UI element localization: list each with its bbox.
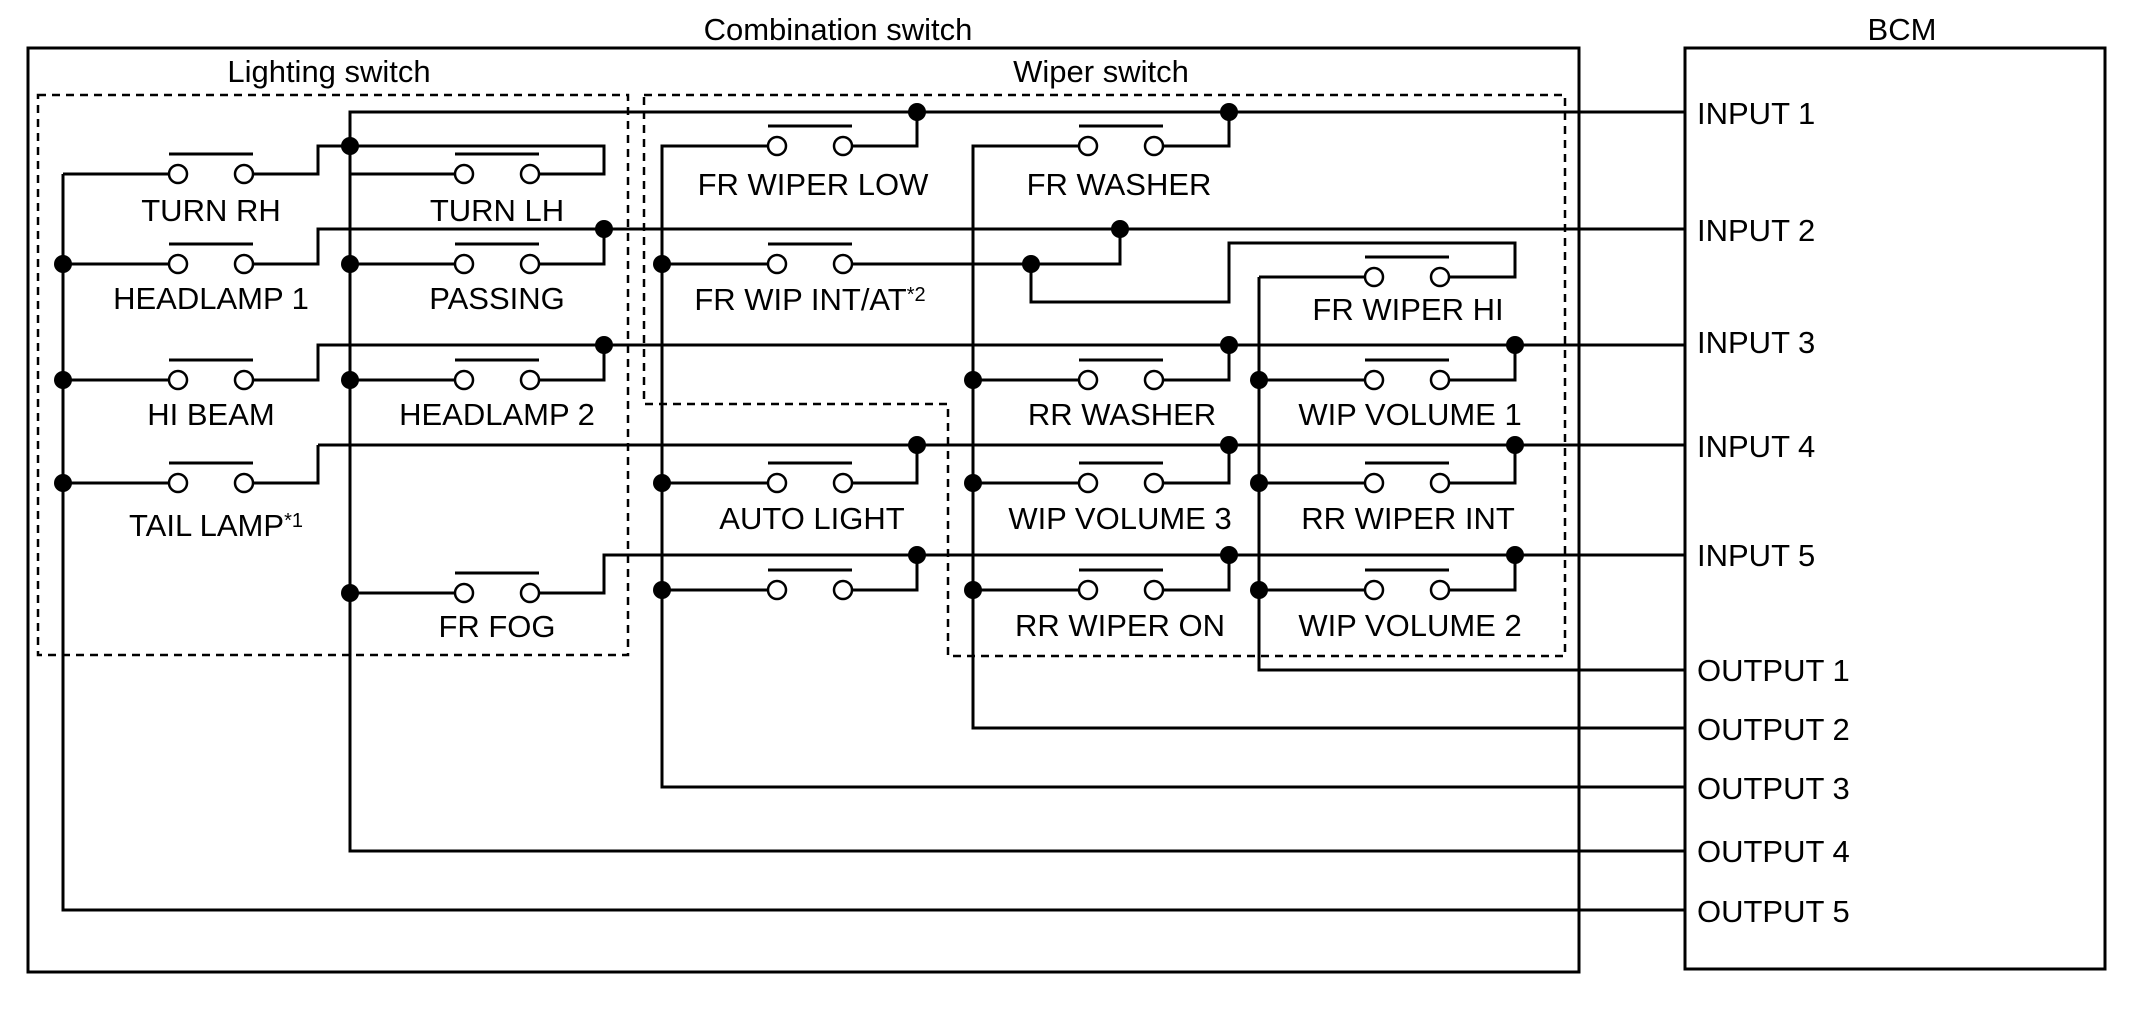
bcm-pin-input-4: INPUT 4 (1697, 429, 1815, 464)
label-rr-wiper-on: RR WIPER ON (1015, 608, 1225, 643)
label-fr-wip-int: FR WIP INT/AT*2 (694, 282, 925, 317)
switch-contact-headlamp-1 (167, 242, 255, 275)
label-wip-volume-1: WIP VOLUME 1 (1298, 397, 1521, 432)
switch-contact-auto-light (766, 461, 854, 494)
bcm-pin-input-3: INPUT 3 (1697, 325, 1815, 360)
label-rr-wiper-int: RR WIPER INT (1301, 501, 1515, 536)
label-turn-rh: TURN RH (141, 193, 281, 228)
switch-contact-hi-beam (167, 358, 255, 391)
switch-contact-wip-volume-3 (1077, 461, 1165, 494)
bcm-pin-output-4: OUTPUT 4 (1697, 834, 1850, 869)
bcm-box (1683, 46, 2107, 971)
bcm-pin-input-5: INPUT 5 (1697, 538, 1815, 573)
switch-contact-rr-wiper-on (1077, 568, 1165, 601)
switch-contact-rr-wiper-int (1363, 461, 1451, 494)
switch-contact-fr-washer (1077, 124, 1165, 157)
label-tail-lamp: TAIL LAMP*1 (129, 508, 303, 543)
switch-contact-fr-fog (453, 571, 541, 604)
switch-contact-wip-volume-2 (1363, 568, 1451, 601)
switch-contact-rr-washer (1077, 358, 1165, 391)
label-fr-washer: FR WASHER (1027, 167, 1212, 202)
label-fr-wiper-low: FR WIPER LOW (698, 167, 930, 202)
switch-contact-turn-lh (453, 152, 541, 185)
label-auto-light: AUTO LIGHT (719, 501, 905, 536)
combination-switch-box (26, 46, 1581, 974)
bcm-pin-output-3: OUTPUT 3 (1697, 771, 1850, 806)
wiper-wiring (660, 112, 1517, 592)
label-hi-beam: HI BEAM (147, 397, 274, 432)
bcm-pin-output-5: OUTPUT 5 (1697, 894, 1850, 929)
label-wip-volume-3: WIP VOLUME 3 (1008, 501, 1231, 536)
junction-dots (54, 103, 1524, 602)
switch-labels: TURN RH TURN LH HEADLAMP 1 PASSING HI BE… (113, 167, 1522, 644)
switch-contact-tail-lamp (167, 461, 255, 494)
bcm-pins: INPUT 1 INPUT 2 INPUT 3 INPUT 4 INPUT 5 … (1697, 96, 1850, 929)
lighting-wiring (63, 144, 917, 595)
label-fr-wiper-hi: FR WIPER HI (1312, 292, 1503, 327)
label-headlamp-2: HEADLAMP 2 (399, 397, 595, 432)
label-turn-lh: TURN LH (430, 193, 564, 228)
label-passing: PASSING (429, 281, 565, 316)
switch-contact-unlabeled (766, 568, 854, 601)
label-rr-washer: RR WASHER (1028, 397, 1216, 432)
bcm-pin-output-1: OUTPUT 1 (1697, 653, 1850, 688)
combination-switch-title: Combination switch (704, 12, 973, 47)
bcm-pin-input-2: INPUT 2 (1697, 213, 1815, 248)
switch-contacts (167, 124, 1451, 604)
lighting-switch-group (36, 93, 630, 657)
switch-contact-fr-wiper-low (766, 124, 854, 157)
switch-contact-fr-wiper-hi (1363, 255, 1451, 288)
lighting-switch-title: Lighting switch (227, 54, 430, 89)
bcm-pin-output-2: OUTPUT 2 (1697, 712, 1850, 747)
switch-contact-headlamp-2 (453, 358, 541, 391)
label-headlamp-1: HEADLAMP 1 (113, 281, 309, 316)
switch-contact-wip-volume-1 (1363, 358, 1451, 391)
bcm-title: BCM (1868, 12, 1937, 47)
bcm-pin-input-1: INPUT 1 (1697, 96, 1815, 131)
label-wip-volume-2: WIP VOLUME 2 (1298, 608, 1521, 643)
switch-contact-passing (453, 242, 541, 275)
label-fr-fog: FR FOG (438, 609, 555, 644)
switch-contact-turn-rh (167, 152, 255, 185)
input-lines (318, 110, 1685, 557)
wiper-switch-title: Wiper switch (1013, 54, 1189, 89)
switch-contact-fr-wip-int (766, 242, 854, 275)
